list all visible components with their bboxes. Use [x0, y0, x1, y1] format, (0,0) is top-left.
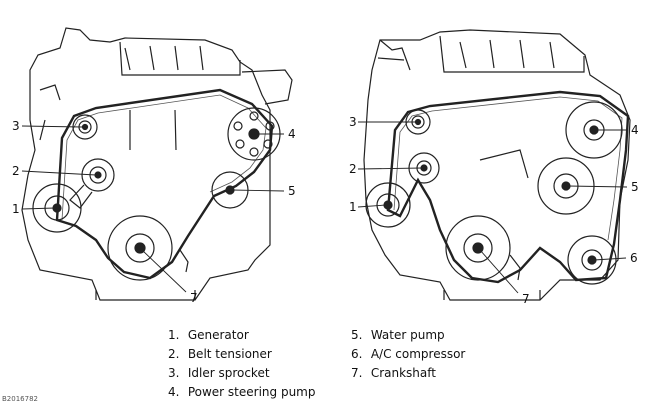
legend-item: 6. A/C compressor: [351, 345, 465, 364]
legend-label: Generator: [187, 328, 249, 342]
callout-left-2: 2: [12, 164, 20, 178]
legend-number: 3.: [168, 366, 180, 380]
legend-left: 1. Generator 2. Belt tensioner 3. Idler …: [168, 326, 315, 402]
legend-item: 7. Crankshaft: [351, 364, 465, 383]
legend-number: 7.: [351, 366, 363, 380]
legend-number: 6.: [351, 347, 363, 361]
callout-right-3: 3: [349, 115, 357, 129]
callout-left-1: 1: [12, 202, 20, 216]
crankshaft-pulley-left: [107, 215, 173, 281]
legend-label: Crankshaft: [370, 366, 436, 380]
callout-left-3: 3: [12, 119, 20, 133]
legend-item: 1. Generator: [168, 326, 315, 345]
belt-tensioner-left: [69, 158, 115, 209]
legend-number: 5.: [351, 328, 363, 342]
callout-right-5: 5: [631, 180, 639, 194]
legend-label: Water pump: [370, 328, 445, 342]
callout-right-1: 1: [349, 200, 357, 214]
belt-routing-diagram: 1 2 3 4 5 7 1 2 3 4 5 6 7: [12, 27, 639, 306]
legend-number: 4.: [168, 385, 180, 399]
figure-code: B2016782: [2, 395, 38, 403]
legend-label: Power steering pump: [187, 385, 316, 399]
legend-right: 5. Water pump 6. A/C compressor 7. Crank…: [351, 326, 465, 383]
legend-item: 4. Power steering pump: [168, 383, 315, 402]
legend-item: 5. Water pump: [351, 326, 465, 345]
callout-right-4: 4: [631, 123, 639, 137]
generator-pulley-right: [365, 182, 411, 228]
legend-item: 3. Idler sprocket: [168, 364, 315, 383]
legend-item: 2. Belt tensioner: [168, 345, 315, 364]
drive-belt-left: [55, 88, 274, 280]
leader-lines: [21, 121, 628, 294]
ac-compressor-pulley-right: [567, 235, 617, 285]
crankshaft-pulley-right: [445, 215, 511, 281]
legend-label: A/C compressor: [370, 347, 466, 361]
engine-left-outline: [21, 27, 293, 301]
legend-label: Idler sprocket: [187, 366, 270, 380]
callout-left-4: 4: [288, 127, 296, 141]
callout-left-5: 5: [288, 184, 296, 198]
callout-right-7: 7: [522, 292, 530, 306]
legend-number: 2.: [168, 347, 180, 361]
drive-belt-right: [386, 90, 630, 284]
legend-label: Belt tensioner: [187, 347, 272, 361]
callout-right-2: 2: [349, 162, 357, 176]
callout-left-7: 7: [190, 291, 198, 305]
legend-number: 1.: [168, 328, 180, 342]
callout-right-6: 6: [630, 251, 638, 265]
